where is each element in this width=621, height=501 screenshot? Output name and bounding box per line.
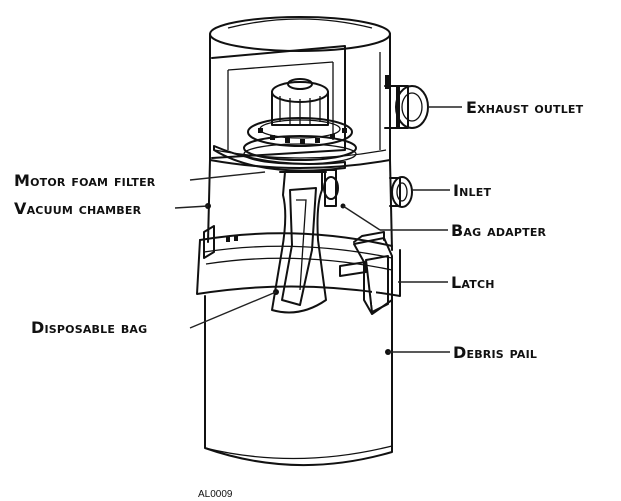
disposable-bag bbox=[271, 171, 327, 314]
latch bbox=[339, 231, 393, 315]
leader-lines bbox=[174, 106, 462, 353]
motor-housing bbox=[209, 16, 391, 169]
label-disposable-bag: Disposable bag bbox=[31, 318, 147, 337]
exhaust-outlet bbox=[384, 85, 429, 129]
label-latch: Latch bbox=[451, 273, 495, 292]
inlet bbox=[389, 176, 413, 208]
label-exhaust-outlet: Exhaust outlet bbox=[466, 98, 584, 117]
debris-pail bbox=[196, 225, 401, 466]
label-inlet: Inlet bbox=[453, 181, 491, 200]
label-bag-adapter: Bag adapter bbox=[451, 221, 547, 240]
label-vacuum-chamber: Vacuum chamber bbox=[14, 199, 142, 218]
figure-code: AL0009 bbox=[198, 489, 233, 500]
label-motor-foam-filter: Motor foam filter bbox=[14, 171, 156, 190]
label-debris-pail: Debris pail bbox=[453, 343, 537, 362]
bag-adapter bbox=[323, 169, 346, 209]
motor-foam-filter bbox=[213, 145, 346, 172]
